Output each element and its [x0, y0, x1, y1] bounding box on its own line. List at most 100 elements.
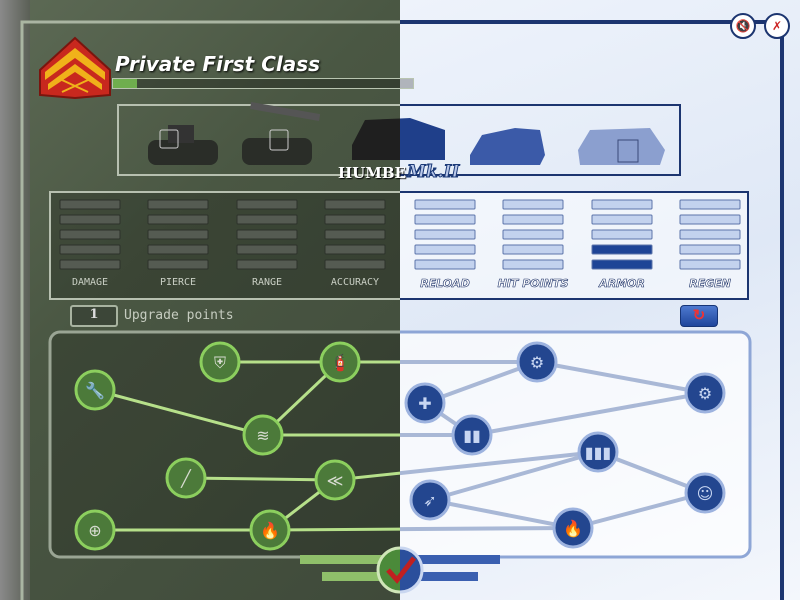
stat-level-segment [147, 214, 209, 225]
stat-level-segment [147, 244, 209, 255]
stat-level-segment [236, 259, 298, 270]
skill-node-ammo[interactable]: ▮▮ [451, 414, 493, 456]
unit-name-left: HUMBE [338, 164, 406, 182]
stat-level-segment [236, 229, 298, 240]
stat-level-segment [502, 259, 564, 270]
fire-upgrade-icon: 🔥 [260, 521, 280, 540]
stat-level-segment [324, 259, 386, 270]
skill-link [94, 388, 264, 437]
stat-bars-pierce [147, 199, 209, 270]
stat-level-segment [236, 244, 298, 255]
skill-node-bullet-fire[interactable]: 🔥 [552, 507, 594, 549]
skill-link [572, 491, 706, 530]
gear-crossed-icon: ⚙ [698, 384, 712, 403]
stat-level-segment [502, 229, 564, 240]
bullet-fire-icon: 🔥 [563, 519, 583, 538]
upgrade-points-label: Upgrade points [124, 308, 234, 323]
armored-car-selected-icon [352, 118, 445, 160]
armored-car-locked-icon [578, 128, 665, 165]
refresh-button[interactable]: ↻ [680, 305, 718, 327]
spring-icon: ≋ [256, 426, 269, 445]
confirm-button[interactable] [300, 546, 500, 594]
skill-link [400, 450, 599, 476]
refresh-arrows-icon: ↻ [692, 307, 706, 324]
stat-level-segment [414, 214, 476, 225]
shield-icon: ⛨ [214, 353, 226, 372]
blade-icon: ➶ [423, 491, 436, 510]
skill-link [429, 450, 599, 502]
xp-progress-bar [112, 78, 414, 89]
stat-level-segment [147, 259, 209, 270]
skill-node-spring[interactable]: ≋ [242, 414, 284, 456]
skill-link [269, 527, 400, 532]
stat-level-segment [414, 244, 476, 255]
stat-bars-damage [59, 199, 121, 270]
stat-label: DAMAGE [71, 277, 109, 288]
stat-level-segment [679, 244, 741, 255]
skill-node-gears[interactable]: ⚙ [516, 341, 558, 383]
stat-label: ACCURACY [330, 277, 380, 288]
bullets-upgrade-icon: ▮▮▮ [585, 443, 611, 462]
stat-level-segment [679, 259, 741, 270]
skill-node-sergeant[interactable]: ≪ [314, 459, 356, 501]
stat-level-segment [59, 199, 121, 210]
extinguisher-icon: 🧯 [330, 353, 350, 372]
stat-level-segment [236, 199, 298, 210]
stat-bars-range [236, 199, 298, 270]
skill-node-fire-up[interactable]: 🔥 [249, 509, 291, 551]
gears-icon: ⚙ [530, 353, 544, 372]
skill-node-gear-x[interactable]: ⚙ [684, 372, 726, 414]
stat-level-segment [59, 229, 121, 240]
upgrade-points-value: 1 [70, 305, 118, 327]
skill-link [334, 471, 400, 482]
stat-level-segment [414, 199, 476, 210]
rocket-tank-locked-icon [242, 101, 321, 165]
skill-node-knife[interactable]: ╱ [165, 457, 207, 499]
stat-level-segment [324, 229, 386, 240]
stat-label: ARMOR [599, 277, 645, 291]
xp-progress-fill [113, 79, 137, 88]
skill-node-wrench[interactable]: 🔧 [74, 369, 116, 411]
crosshair-icon: ⊕ [88, 521, 101, 540]
stat-level-segment [236, 214, 298, 225]
stat-level-segment [59, 259, 121, 270]
skill-node-extinguisher[interactable]: 🧯 [319, 341, 361, 383]
stat-level-segment [591, 259, 653, 270]
stat-bars-regen [679, 199, 741, 270]
tank-locked-icon [148, 125, 218, 165]
stat-label: RELOAD [420, 277, 470, 291]
stat-level-segment [679, 199, 741, 210]
flag-medic-icon: ✚ [418, 394, 431, 413]
checkmark-icon [386, 556, 416, 584]
stat-level-segment [324, 214, 386, 225]
stat-level-segment [414, 259, 476, 270]
sound-mute-button[interactable]: 🔇 [730, 13, 756, 39]
stat-label: REGEN [689, 277, 731, 291]
stat-level-segment [679, 214, 741, 225]
stat-bars-armor [591, 199, 653, 270]
unit-name-right: Mk.II [406, 162, 460, 183]
stat-label: RANGE [251, 277, 283, 288]
skill-node-blade[interactable]: ➶ [409, 479, 451, 521]
stat-level-segment [591, 229, 653, 240]
music-mute-button[interactable]: ✗ [764, 13, 790, 39]
wrench-icon: 🔧 [85, 381, 105, 400]
skill-node-crosshair[interactable]: ⊕ [74, 509, 116, 551]
stat-level-segment [591, 244, 653, 255]
stat-bars-accuracy [324, 199, 386, 270]
skill-link [400, 526, 574, 532]
halftrack-icon [470, 128, 545, 165]
stat-level-segment [591, 214, 653, 225]
skill-node-flag-medic[interactable]: ✚ [404, 382, 446, 424]
stat-level-segment [502, 199, 564, 210]
skill-node-bullets-up[interactable]: ▮▮▮ [577, 431, 619, 473]
stat-level-segment [324, 244, 386, 255]
sergeant-chevron-icon: ≪ [327, 471, 344, 490]
skill-node-shield[interactable]: ⛨ [199, 341, 241, 383]
stat-label: PIERCE [159, 277, 197, 288]
stat-level-segment [59, 244, 121, 255]
stat-level-segment [679, 229, 741, 240]
skill-node-medic[interactable]: ☺ [684, 472, 726, 514]
stat-level-segment [414, 229, 476, 240]
stat-bars-hit-points [502, 199, 564, 270]
